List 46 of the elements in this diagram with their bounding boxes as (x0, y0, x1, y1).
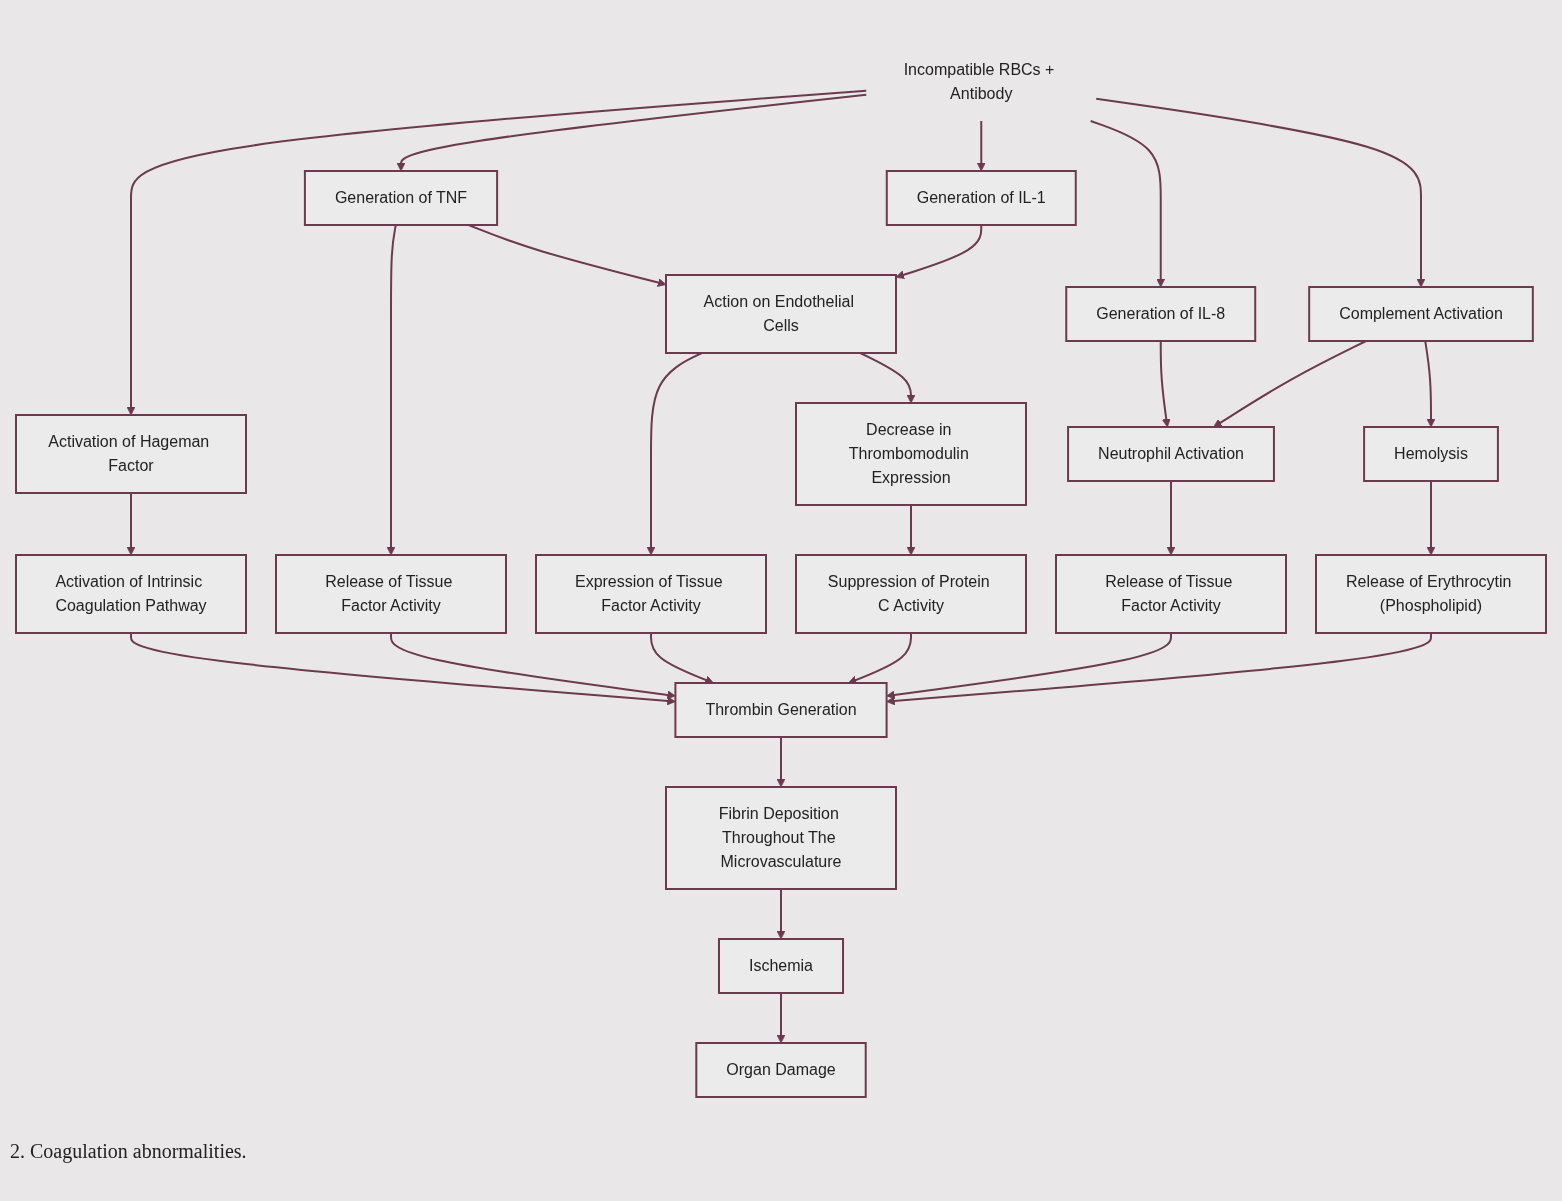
arrow (1159, 340, 1171, 428)
node-box: Hemolysis (1363, 426, 1499, 482)
node-box: Thrombin Generation (674, 682, 888, 738)
arrow (1166, 480, 1176, 556)
arrow (396, 93, 868, 172)
arrow (650, 632, 714, 685)
node-box: Complement Activation (1308, 286, 1534, 342)
figure-caption: 2. Coagulation abnormalities. (10, 1140, 247, 1163)
node-box: Release of Erythrocytin (Phospholipid) (1315, 554, 1547, 634)
arrow (386, 224, 397, 556)
arrow (906, 504, 916, 556)
node-box: Release of Tissue Factor Activity (275, 554, 507, 634)
node-box: Generation of TNF (303, 170, 499, 226)
node-box: Action on Endothelial Cells (665, 274, 897, 354)
node-text: Incompatible RBCs + Antibody (903, 61, 1055, 102)
arrow (976, 120, 986, 172)
arrow (848, 632, 912, 685)
arrow (886, 632, 1172, 700)
node-box: Activation of Hageman Factor (15, 414, 247, 494)
arrow (126, 89, 868, 416)
node-box: Suppression of Protein C Activity (795, 554, 1027, 634)
node-box: Fibrin Deposition Throughout The Microvasculature (665, 786, 897, 890)
arrow (1424, 340, 1436, 428)
arrow (776, 992, 786, 1044)
arrow (1089, 120, 1166, 288)
arrow (1095, 97, 1426, 288)
node-box: Activation of Intrinsic Coagulation Pathway (15, 554, 247, 634)
node-box: Organ Damage (695, 1042, 867, 1098)
arrow (776, 888, 786, 940)
arrow (646, 352, 703, 556)
arrow (126, 492, 136, 556)
arrow (1426, 480, 1436, 556)
arrow (886, 632, 1432, 706)
node-box: Neutrophil Activation (1067, 426, 1275, 482)
arrow (859, 352, 916, 404)
node-box: Decrease in Thrombomodulin Expression (795, 402, 1027, 506)
node-box: Ischemia (718, 938, 844, 994)
arrow (776, 736, 786, 788)
arrow (130, 632, 676, 706)
node-box: Generation of IL-1 (885, 170, 1077, 226)
arrow (390, 632, 676, 700)
node-box: Release of Tissue Factor Activity (1055, 554, 1287, 634)
arrow (1213, 340, 1368, 428)
arrow (895, 224, 983, 279)
node-box: Generation of IL-8 (1065, 286, 1257, 342)
node-box: Expression of Tissue Factor Activity (535, 554, 767, 634)
